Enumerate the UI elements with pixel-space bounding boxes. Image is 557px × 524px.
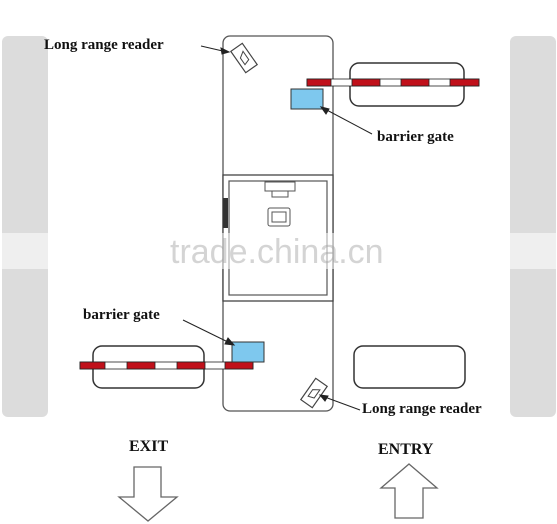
watermark-text: trade.china.cn [170,233,384,271]
label-reader-top: Long range reader [44,37,164,53]
leader-gate-top [322,107,373,135]
barrier-arm-top [306,78,480,87]
car-entry-bottom [353,345,466,389]
booth-door [223,198,228,228]
label-gate-bottom: barrier gate [83,307,160,323]
leader-gate-bottom [182,319,233,345]
desk-icon [264,181,296,198]
reader-top-icon [229,42,259,74]
barrier-gate-top-box [290,88,324,110]
chair-icon [267,207,291,227]
watermark-band [0,233,557,269]
exit-arrow-icon [117,466,179,522]
label-exit: EXIT [129,438,169,455]
leader-reader-bottom [321,395,361,411]
reader-bottom-icon [299,377,329,409]
left-lane [2,36,48,417]
barrier-arm-bottom [79,361,254,370]
label-entry: ENTRY [378,441,434,458]
label-reader-bottom: Long range reader [362,401,482,417]
barrier-gate-bottom-box [231,341,265,363]
entry-arrow-icon [379,463,439,519]
right-lane [510,36,556,417]
label-gate-top: barrier gate [377,129,454,145]
